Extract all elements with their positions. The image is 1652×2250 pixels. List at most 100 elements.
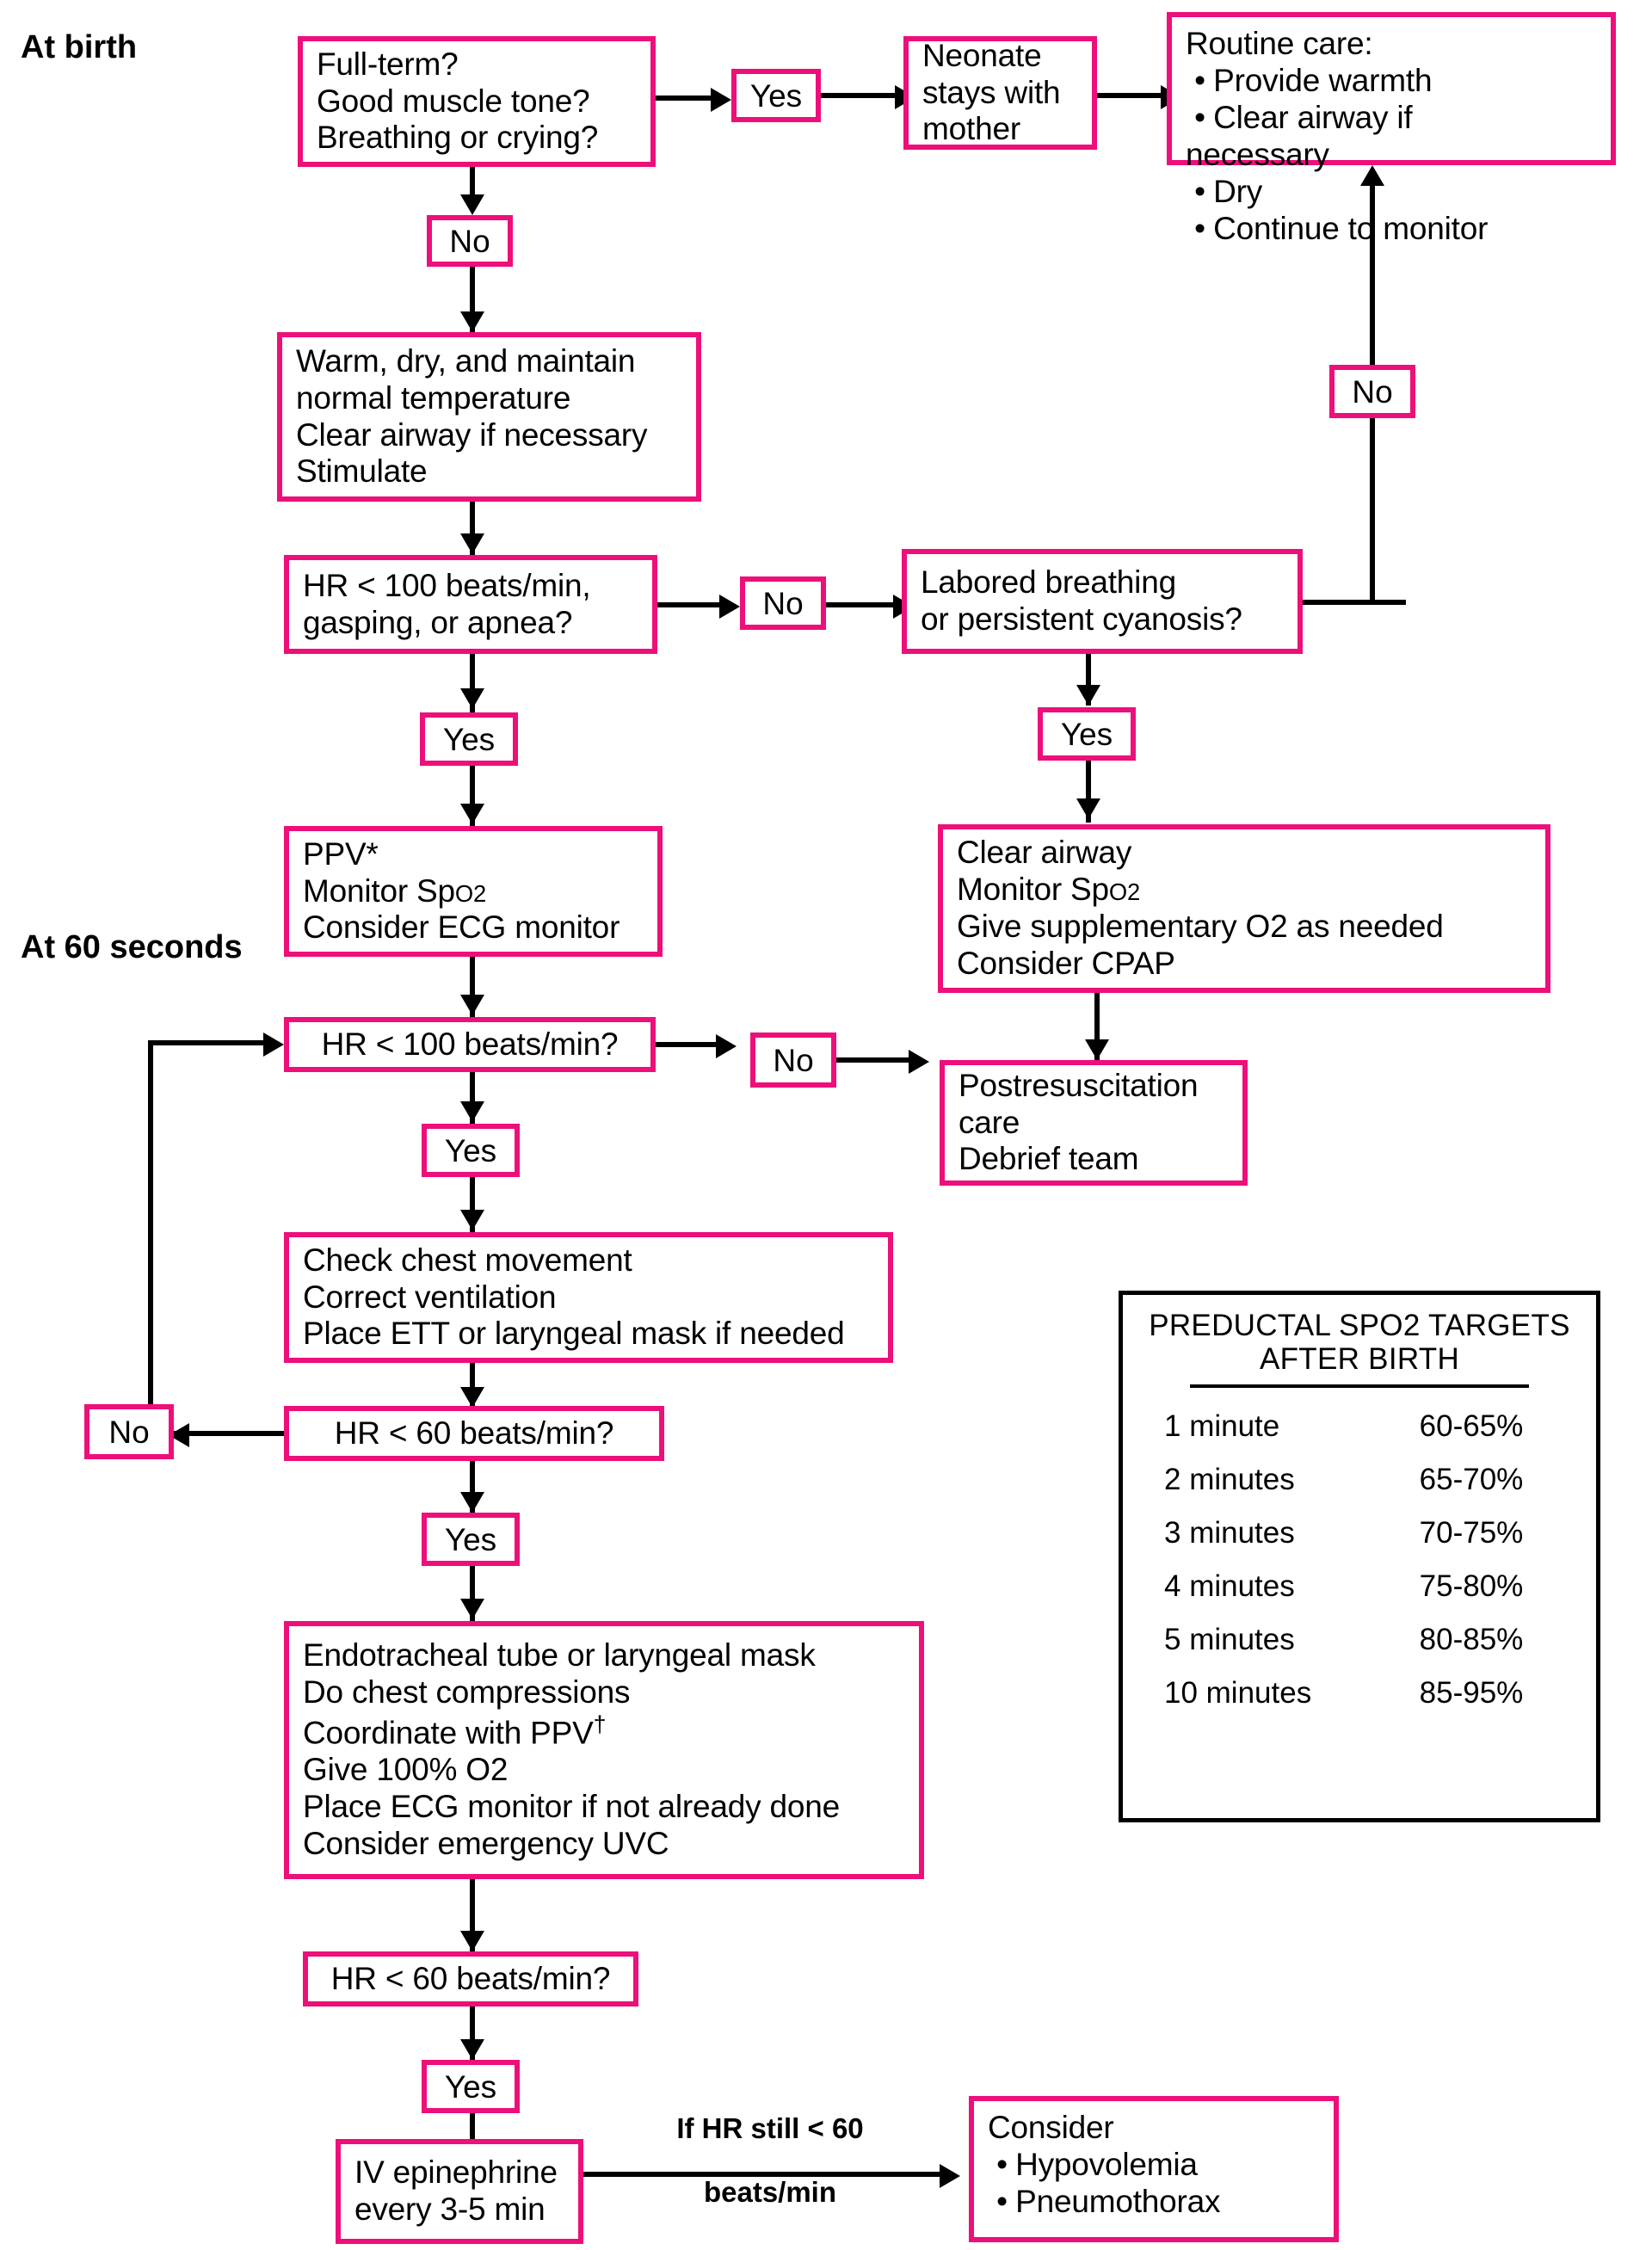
arrowhead-yes-to-ett bbox=[460, 1599, 484, 1619]
initial-line-3: Breathing or crying? bbox=[317, 120, 599, 156]
hr100gasp-line-1: HR < 100 beats/min, bbox=[303, 567, 591, 603]
arrowhead-initial-to-yes bbox=[711, 88, 731, 112]
dagger-symbol: † bbox=[593, 1711, 607, 1737]
label-yes-hr60-first-text: Yes bbox=[444, 1521, 497, 1557]
label-yes-hr100-gasping[interactable]: Yes bbox=[420, 712, 518, 766]
initial-line-1: Full-term? bbox=[317, 46, 459, 82]
box-ppv-monitor-spo2[interactable]: PPV* Monitor SpO2 Consider ECG monitor bbox=[284, 826, 663, 957]
connector-clearairway-to-postresus bbox=[1094, 993, 1100, 1063]
ett-line-4: Give 100% O2 bbox=[303, 1752, 509, 1788]
connector-hr60a-to-yes bbox=[470, 1461, 475, 1514]
connector-labored-to-noloop bbox=[1303, 600, 1406, 605]
table-row: 1 minute 60-65% bbox=[1145, 1400, 1574, 1453]
spo2-target-2: 65-70% bbox=[1419, 1463, 1524, 1497]
box-neonate-stays-with-mother[interactable]: Neonate stays with mother bbox=[903, 36, 1097, 150]
edge-label-if-hr-still-line1: If HR still < 60 bbox=[676, 2112, 864, 2144]
bullet-dot-icon: • bbox=[1186, 99, 1205, 135]
ett-line-6: Consider emergency UVC bbox=[303, 1825, 669, 1861]
arrowhead-hr100-to-yes bbox=[460, 1101, 484, 1122]
label-no-hr100-gasping-text: No bbox=[762, 585, 804, 621]
preductal-spo2-targets-table: PREDUCTAL SPO2 TARGETS AFTER BIRTH 1 min… bbox=[1119, 1291, 1600, 1822]
table-row: 10 minutes 85-95% bbox=[1145, 1667, 1574, 1720]
label-yes-labored[interactable]: Yes bbox=[1038, 707, 1136, 761]
spo2-time-5: 5 minutes bbox=[1164, 1623, 1295, 1657]
connector-ppv-to-hr100 bbox=[470, 957, 475, 1019]
routine-care-item-1: • Provide warmth bbox=[1186, 62, 1433, 98]
routine-care-item-4: • Continue to monitor bbox=[1186, 210, 1489, 246]
arrowhead-warmdry-to-hr100gasp bbox=[460, 533, 484, 554]
label-no-initial-text: No bbox=[449, 223, 490, 259]
arrowhead-clearairway-to-postresus bbox=[1085, 1039, 1109, 1060]
box-hr100[interactable]: HR < 100 beats/min? bbox=[284, 1017, 656, 1072]
table-row: 2 minutes 65-70% bbox=[1145, 1453, 1574, 1507]
routine-care-item-3: • Dry bbox=[1186, 173, 1263, 209]
connector-noloop-vertical-upper bbox=[1370, 177, 1375, 367]
hr60a-line-1: HR < 60 beats/min? bbox=[334, 1415, 614, 1451]
connector-hr60b-to-yes bbox=[470, 2007, 475, 2060]
edge-label-if-hr-still-line2: beats/min bbox=[703, 2176, 837, 2208]
clearairway-line-4: Consider CPAP bbox=[957, 945, 1175, 981]
box-endotracheal-compressions[interactable]: Endotracheal tube or laryngeal mask Do c… bbox=[284, 1621, 924, 1879]
hr100-line-1: HR < 100 beats/min? bbox=[321, 1026, 619, 1062]
box-hr100-gasping-apnea[interactable]: HR < 100 beats/min, gasping, or apnea? bbox=[284, 555, 657, 654]
connector-yes-to-ett bbox=[470, 1566, 475, 1623]
table-row: 5 minutes 80-85% bbox=[1145, 1613, 1574, 1667]
clearairway-line-2: Monitor SpO2 bbox=[957, 872, 1141, 908]
routine-care-item-2: • Clear airway if bbox=[1186, 99, 1413, 135]
consider-item-1: • Hypovolemia bbox=[988, 2146, 1198, 2182]
label-no-initial[interactable]: No bbox=[427, 215, 513, 267]
box-hr60-second[interactable]: HR < 60 beats/min? bbox=[303, 1951, 638, 2007]
arrowhead-epinephrine-to-consider bbox=[940, 2164, 960, 2188]
neonate-line-2: stays with bbox=[922, 74, 1061, 110]
label-yes-hr100[interactable]: Yes bbox=[422, 1124, 520, 1177]
label-no-routine-loop[interactable]: No bbox=[1329, 365, 1415, 418]
clearairway-line-1: Clear airway bbox=[957, 835, 1132, 871]
connector-ett-to-hr60b bbox=[470, 1879, 475, 1951]
label-yes-top-text: Yes bbox=[749, 77, 803, 114]
box-labored-breathing-cyanosis[interactable]: Labored breathing or persistent cyanosis… bbox=[902, 549, 1303, 654]
box-warm-dry-stimulate[interactable]: Warm, dry, and maintain normal temperatu… bbox=[277, 332, 701, 502]
arrowhead-no-to-warmdry bbox=[460, 311, 484, 332]
spo2-target-5: 80-85% bbox=[1419, 1623, 1524, 1657]
stage-label-at-60-seconds: At 60 seconds bbox=[21, 929, 243, 965]
spo2-time-3: 3 minutes bbox=[1164, 1516, 1295, 1550]
clearairway-line-3: Give supplementary O2 as needed bbox=[957, 909, 1444, 944]
spo2-target-1: 60-65% bbox=[1419, 1409, 1524, 1444]
table-row: 3 minutes 70-75% bbox=[1145, 1507, 1574, 1560]
arrowhead-hr60a-to-yes bbox=[460, 1492, 484, 1513]
box-check-chest-movement[interactable]: Check chest movement Correct ventilation… bbox=[284, 1232, 893, 1363]
connector-neonate-to-routine bbox=[1097, 93, 1166, 98]
box-routine-care[interactable]: Routine care: • Provide warmth • Clear a… bbox=[1167, 12, 1616, 246]
spo2-time-4: 4 minutes bbox=[1164, 1569, 1295, 1604]
spo2-table-rule bbox=[1190, 1384, 1529, 1389]
spo2-target-3: 70-75% bbox=[1419, 1516, 1524, 1550]
box-hr60-first[interactable]: HR < 60 beats/min? bbox=[284, 1406, 664, 1461]
label-yes-hr60-first[interactable]: Yes bbox=[422, 1513, 520, 1566]
label-no-hr60-first[interactable]: No bbox=[84, 1404, 174, 1459]
hr100gasp-line-2: gasping, or apnea? bbox=[303, 604, 573, 640]
arrowhead-hr100gasp-to-no bbox=[719, 595, 740, 619]
box-postresuscitation-care[interactable]: Postresuscitation care Debrief team bbox=[940, 1060, 1248, 1186]
bullet-dot-icon: • bbox=[1186, 210, 1205, 246]
initial-line-2: Good muscle tone? bbox=[317, 83, 590, 119]
box-clear-airway-cpap[interactable]: Clear airway Monitor SpO2 Give supplemen… bbox=[938, 824, 1550, 993]
box-consider-causes[interactable]: Consider • Hypovolemia • Pneumothorax bbox=[969, 2096, 1339, 2242]
connector-hr100-to-no bbox=[656, 1042, 721, 1047]
label-no-hr100[interactable]: No bbox=[750, 1033, 836, 1088]
connector-no-to-labored bbox=[826, 602, 900, 607]
spo2-time-2: 2 minutes bbox=[1164, 1463, 1295, 1497]
spo2-table-title-line-2: AFTER BIRTH bbox=[1259, 1342, 1460, 1377]
label-no-hr100-gasping[interactable]: No bbox=[740, 576, 826, 630]
arrowhead-yes-to-ppv bbox=[460, 804, 484, 824]
spo2-time-1: 1 minute bbox=[1164, 1409, 1280, 1444]
label-yes-hr60-second[interactable]: Yes bbox=[422, 2060, 520, 2113]
bullet-dot-icon: • bbox=[1186, 173, 1205, 209]
connector-hr60a-to-no bbox=[174, 1431, 284, 1436]
arrowhead-hr60b-to-yes bbox=[460, 2039, 484, 2060]
connector-no-to-warmdry bbox=[470, 267, 475, 336]
warmdry-line-1: Warm, dry, and maintain bbox=[296, 342, 636, 379]
arrowhead-no-to-postresus bbox=[909, 1050, 929, 1074]
label-yes-top[interactable]: Yes bbox=[731, 69, 821, 122]
box-iv-epinephrine[interactable]: IV epinephrine every 3-5 min bbox=[336, 2139, 583, 2244]
box-initial-assessment[interactable]: Full-term? Good muscle tone? Breathing o… bbox=[298, 36, 656, 167]
